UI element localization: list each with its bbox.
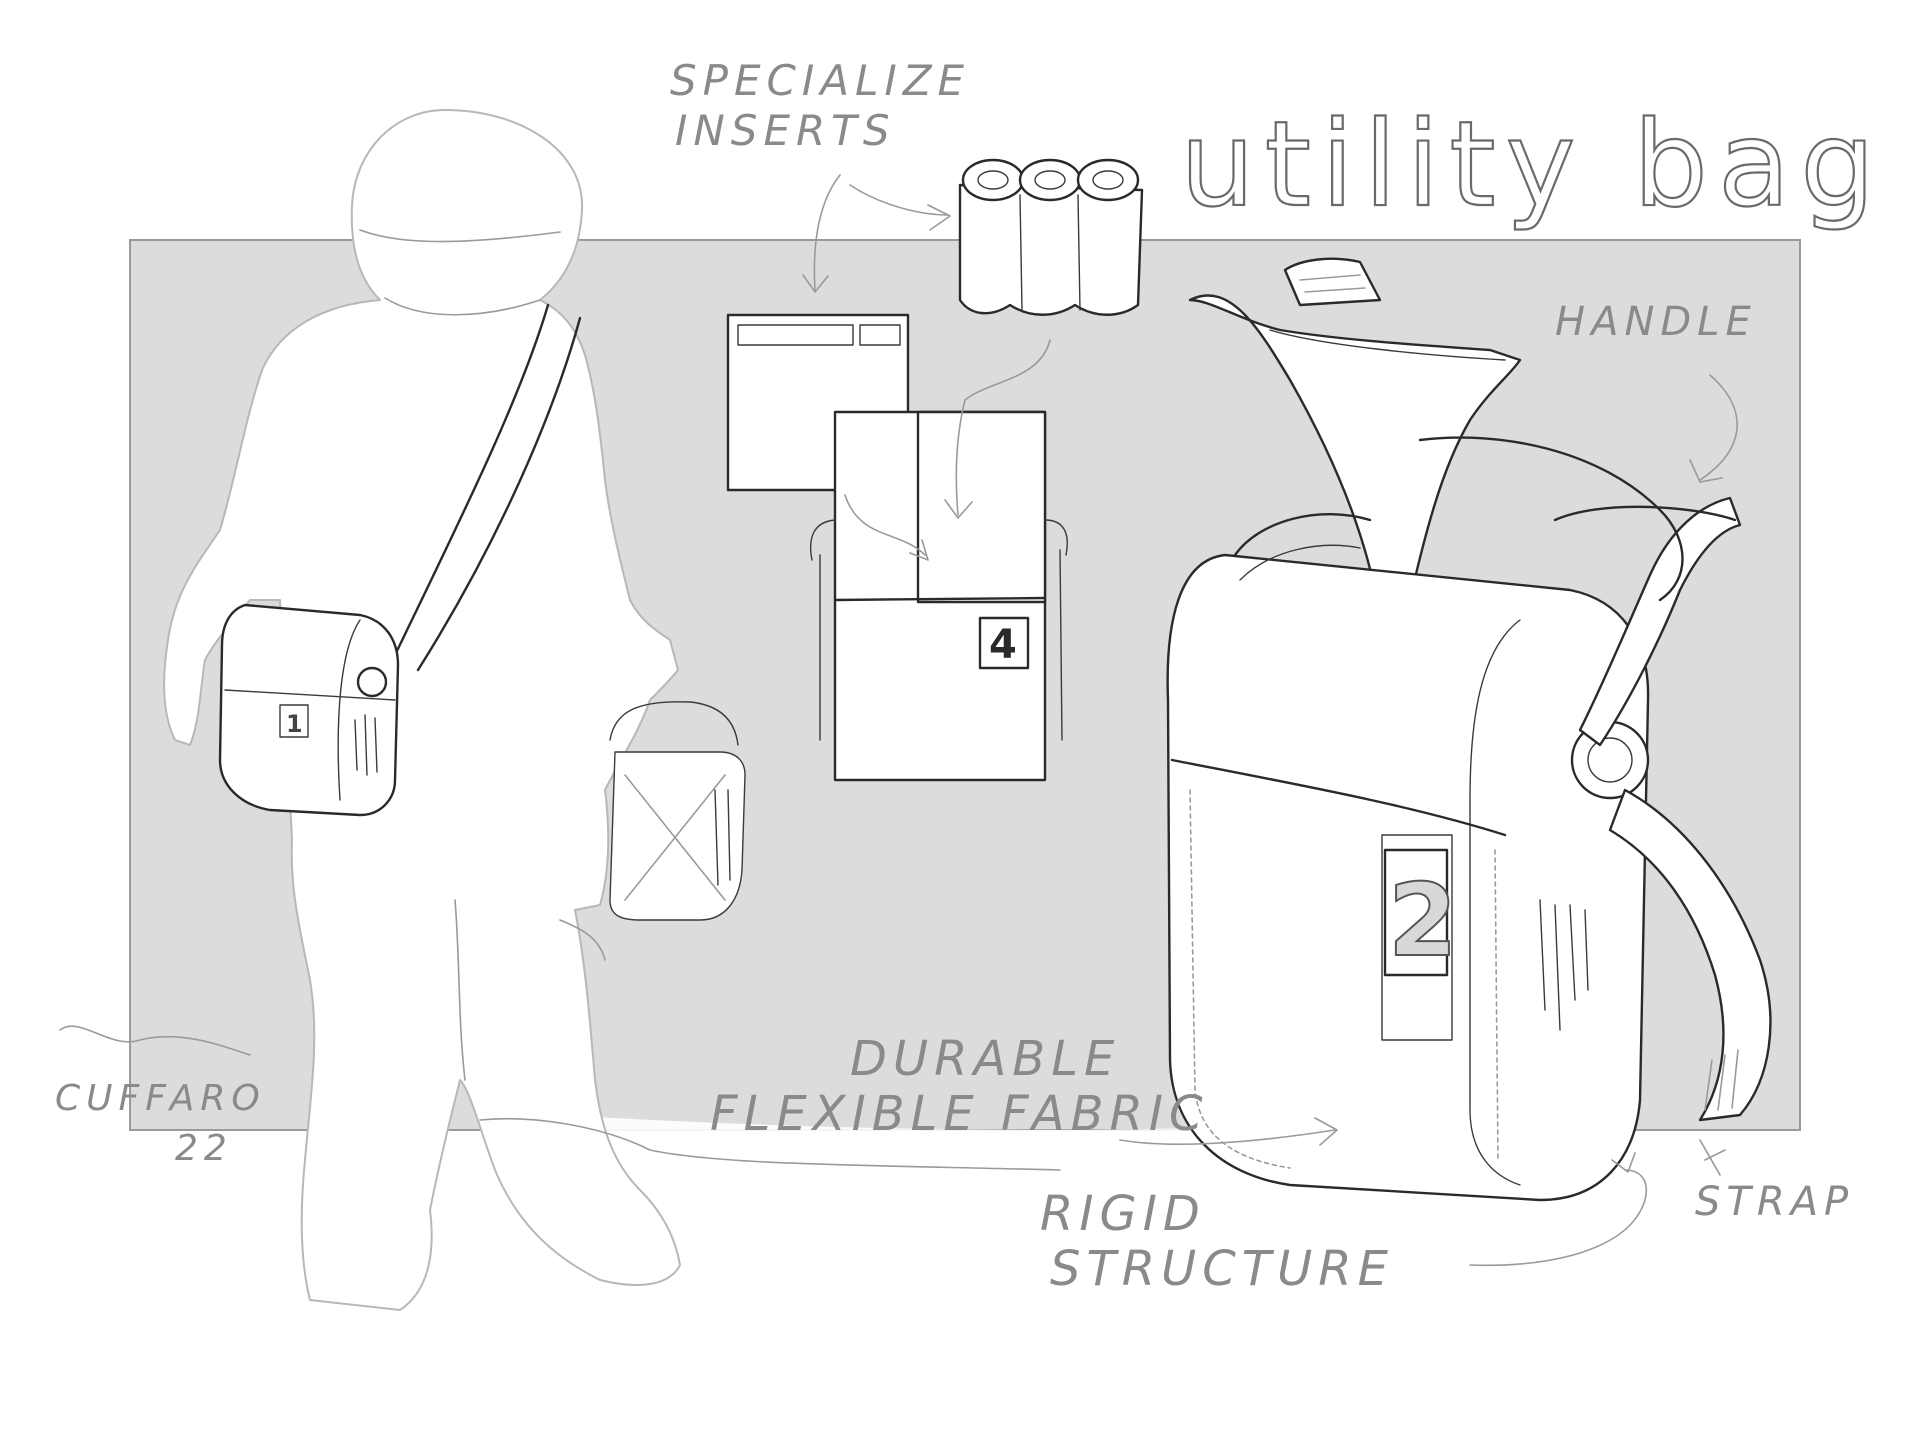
- insert-module-number: 4: [989, 622, 1017, 668]
- floor-shadow: [560, 1115, 1200, 1163]
- title: utility bag: [1180, 95, 1885, 233]
- insert-module: 4: [809, 410, 1068, 782]
- shoulder-bag: 1: [218, 603, 400, 817]
- shoulder-bag-number: 1: [286, 710, 303, 738]
- tube-insert: [958, 158, 1144, 316]
- label-strap: STRAP: [1695, 1179, 1854, 1225]
- signature-line2: 22: [175, 1128, 233, 1169]
- large-bag: 2: [1166, 257, 1772, 1202]
- astronaut-figure: [163, 109, 681, 1311]
- signature-line1: CUFFARO: [55, 1078, 266, 1119]
- label-durable-line2: FLEXIBLE FABRIC: [710, 1086, 1209, 1142]
- large-bag-number: 2: [1388, 862, 1458, 979]
- insert-arrows: [802, 174, 1051, 561]
- annotation-arrows: [59, 374, 1738, 1267]
- label-rigid-line1: RIGID: [1040, 1186, 1206, 1242]
- label-handle: HANDLE: [1555, 299, 1757, 345]
- label-durable-line1: DURABLE: [850, 1031, 1120, 1087]
- label-specialize-inserts-line2: INSERTS: [675, 106, 896, 155]
- label-rigid-line2: STRUCTURE: [1050, 1241, 1394, 1297]
- label-specialize-inserts-line1: SPECIALIZE: [670, 56, 970, 105]
- shoulder-strap: [393, 303, 582, 672]
- carry-case: [609, 701, 746, 921]
